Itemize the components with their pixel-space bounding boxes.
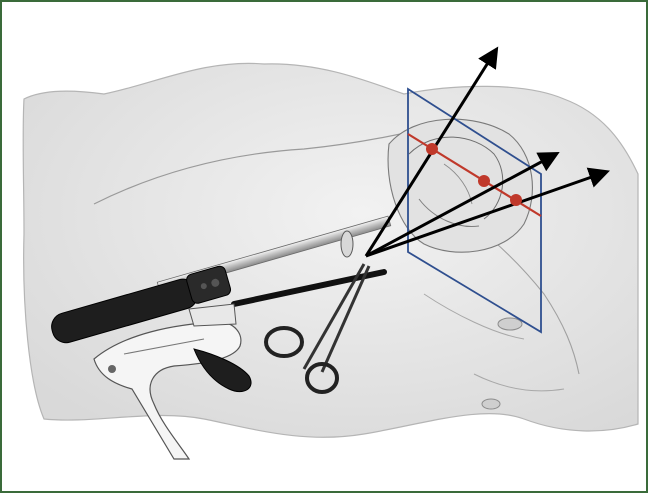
red-point-2: [478, 175, 490, 187]
navel-mark: [482, 399, 500, 409]
nipple-mark: [498, 318, 522, 330]
trocar-port: [341, 231, 353, 257]
red-point-1: [426, 143, 438, 155]
red-point-3: [510, 194, 522, 206]
surgical-illustration: [4, 4, 648, 493]
